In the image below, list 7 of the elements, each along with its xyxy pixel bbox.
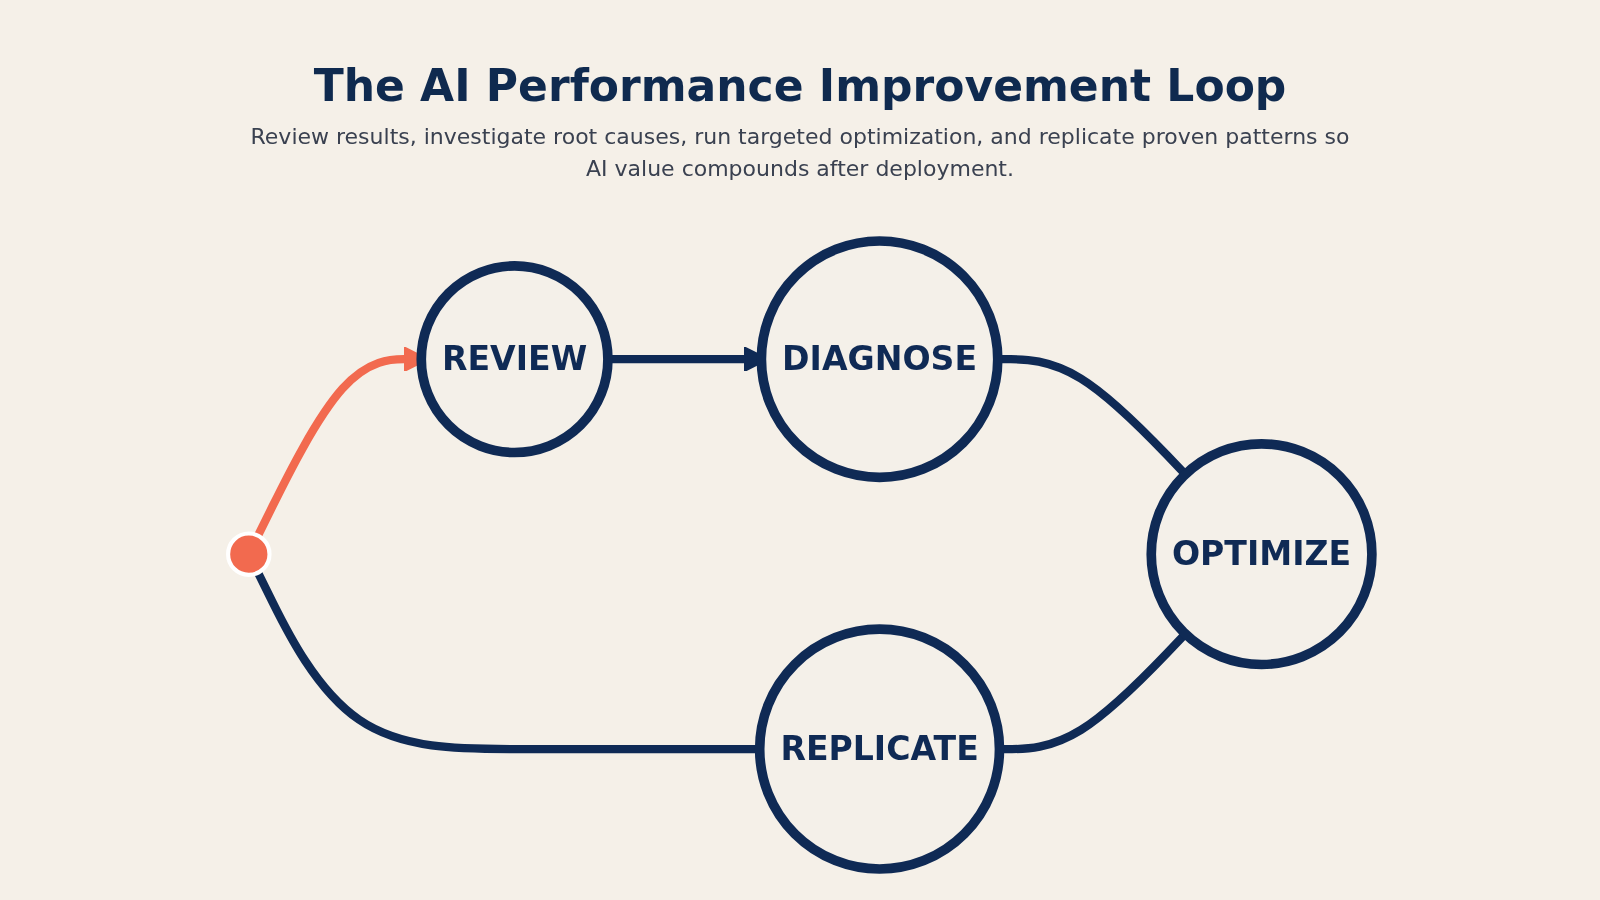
node-circle: REVIEW <box>416 261 613 458</box>
node-circle: REPLICATE <box>754 624 1005 874</box>
node-circle: DIAGNOSE <box>756 236 1003 483</box>
node-circle <box>226 531 272 577</box>
node-circle: OPTIMIZE <box>1146 439 1377 670</box>
title: The AI Performance Improvement Loop <box>313 60 1287 111</box>
subtitle: Review results, investigate root causes, run targeted optimization, and replicate proven patterns so AI value compounds after deployment. <box>250 123 1350 183</box>
